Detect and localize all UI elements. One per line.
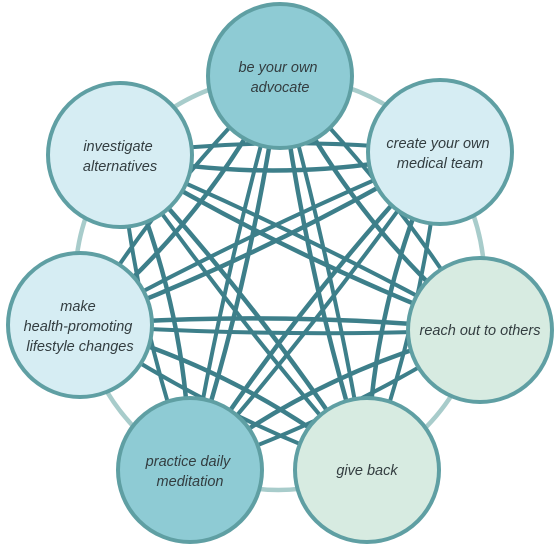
node-circle-team bbox=[366, 78, 514, 226]
node-giveback[interactable]: give back bbox=[293, 396, 441, 544]
node-team[interactable]: create your own medical team bbox=[366, 78, 514, 226]
node-label-reach: reach out to others bbox=[420, 323, 541, 339]
node-circle-alternatives bbox=[46, 81, 194, 229]
node-circle-giveback bbox=[293, 396, 441, 544]
node-circle-lifestyle bbox=[6, 251, 154, 399]
node-label-giveback: give back bbox=[336, 463, 398, 479]
node-label-lifestyle: make health-promoting lifestyle changes bbox=[24, 299, 137, 355]
node-label-advocate: be your own advocate bbox=[238, 60, 321, 96]
node-advocate[interactable]: be your own advocate bbox=[206, 2, 354, 150]
node-reach[interactable]: reach out to others bbox=[406, 256, 554, 404]
node-circle-reach bbox=[406, 256, 554, 404]
node-circle-meditation bbox=[116, 396, 264, 544]
node-label-meditation: practice daily meditation bbox=[145, 454, 235, 490]
node-alternatives[interactable]: investigate alternatives bbox=[46, 81, 194, 229]
node-lifestyle[interactable]: make health-promoting lifestyle changes bbox=[6, 251, 154, 399]
node-circle-advocate bbox=[206, 2, 354, 150]
node-label-team: create your own medical team bbox=[386, 136, 493, 172]
node-label-alternatives: investigate alternatives bbox=[83, 139, 157, 175]
node-meditation[interactable]: practice daily meditation bbox=[116, 396, 264, 544]
nodes: be your own advocate create your own med… bbox=[6, 2, 554, 544]
